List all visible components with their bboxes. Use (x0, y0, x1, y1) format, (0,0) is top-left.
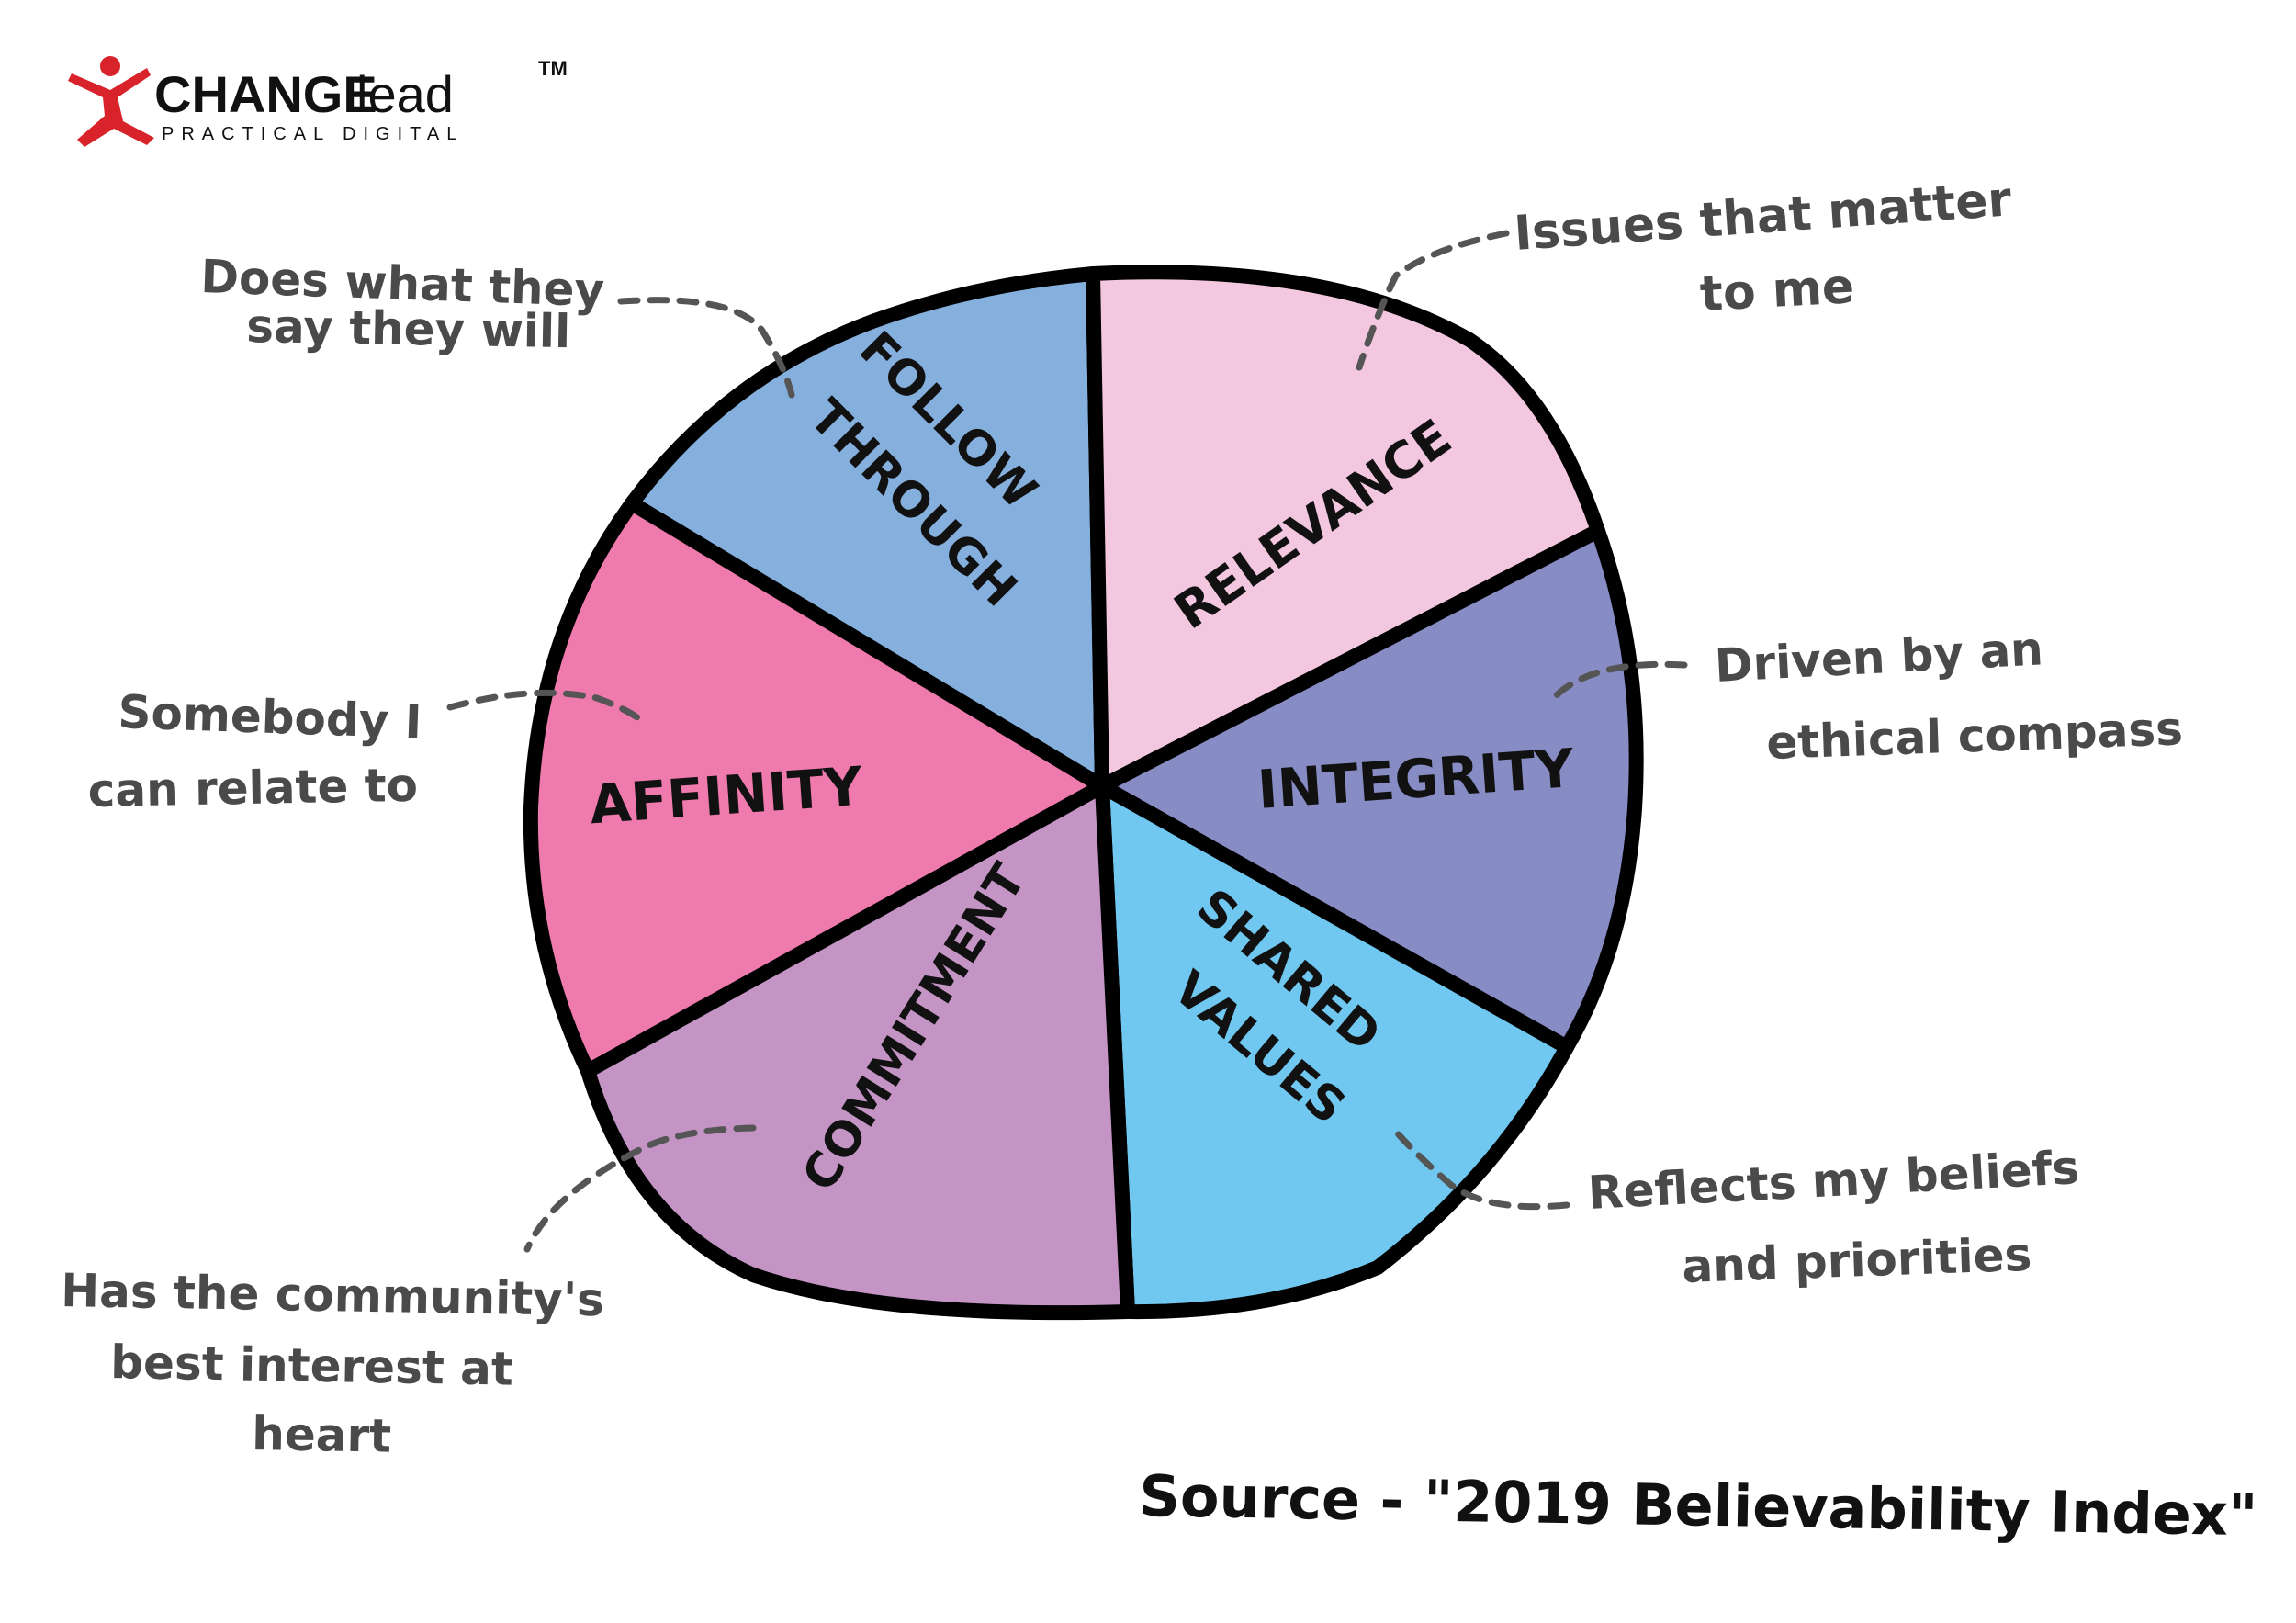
segment-commitment (580, 779, 1135, 1321)
logo-tagline: PRACTICAL DIGITAL (162, 124, 464, 144)
logo: CHANGE lead TM PRACTICAL DIGITAL (68, 56, 568, 147)
note-follow-through-2: say they will (246, 299, 571, 358)
leader-relevance (1356, 230, 1510, 371)
note-integrity-2: ethical compass (1765, 702, 2183, 770)
segment-follow-through (625, 266, 1109, 794)
leader-shared-values (1392, 1128, 1570, 1211)
note-commitment-3: heart (252, 1407, 392, 1463)
segment-integrity (1095, 524, 1644, 1054)
leader-commitment (523, 1124, 757, 1253)
note-commitment-2: best interest at (110, 1336, 514, 1396)
logo-brand: CHANGE (154, 65, 377, 123)
logo-trademark: TM (538, 57, 568, 80)
leader-affinity (446, 689, 648, 727)
logo-brand-suffix: lead (356, 65, 454, 123)
leader-lines (446, 230, 1688, 1253)
segment-relevance (1086, 265, 1605, 794)
note-shared-values-2: and priorities (1681, 1228, 2032, 1293)
pie-chart (523, 265, 1644, 1321)
note-commitment-1: Has the community's (61, 1264, 605, 1326)
note-shared-values-1: Reflects my beliefs (1587, 1141, 2081, 1220)
note-relevance-2: to me (1699, 259, 1856, 322)
note-relevance-1: Issues that matter (1513, 172, 2014, 262)
source-citation: Source - "2019 Believability Index" (1139, 1462, 2258, 1549)
note-affinity-1: Somebody I (118, 685, 423, 750)
note-affinity-2: can relate to (87, 759, 418, 817)
note-integrity-1: Driven by an (1714, 622, 2044, 693)
person-logo-icon (68, 56, 154, 147)
segment-affinity (523, 496, 1109, 1078)
leader-integrity (1548, 660, 1688, 704)
